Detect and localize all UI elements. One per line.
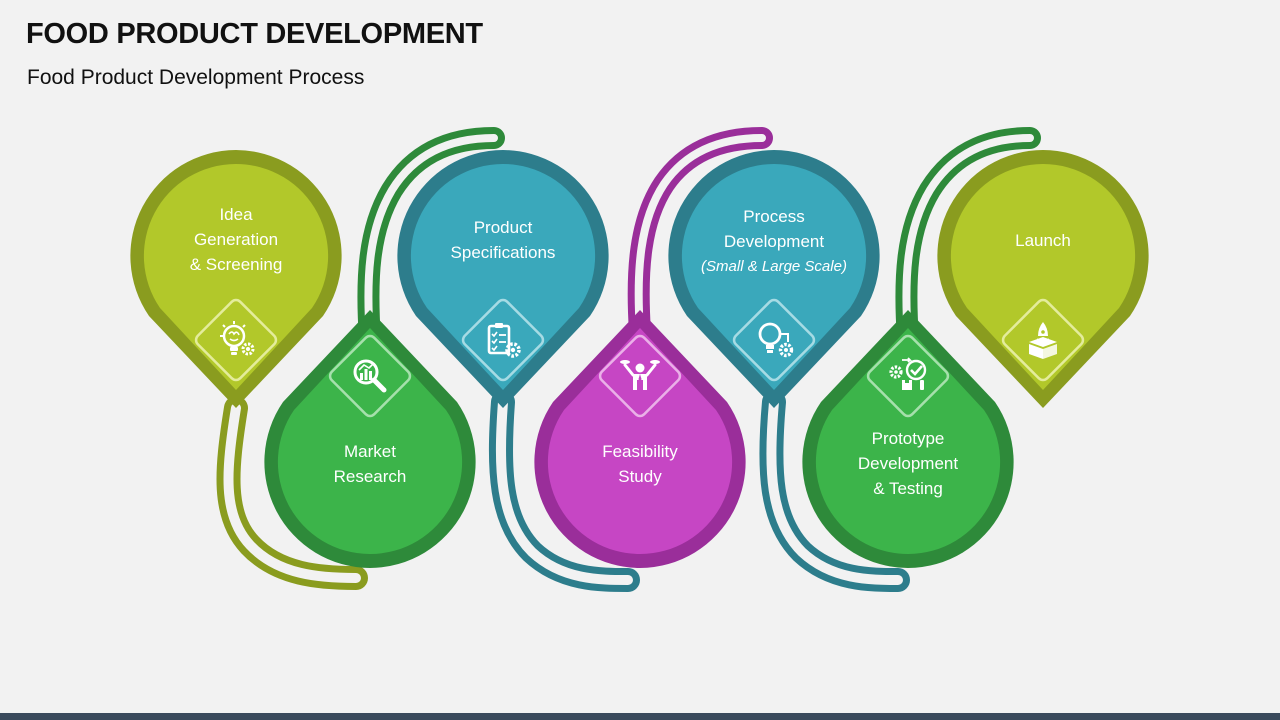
step-label-feasibility-study: Feasibility Study xyxy=(602,442,678,486)
drop-market-research xyxy=(264,310,476,568)
drop-feasibility-study xyxy=(534,310,746,568)
drop-prototype-development xyxy=(802,310,1014,568)
step-label-process-development: Process Development (Small & Large Scale… xyxy=(679,204,869,279)
step-label-market-research: Market Research xyxy=(333,442,407,486)
page-subtitle: Food Product Development Process xyxy=(27,66,365,89)
step-label-launch: Launch xyxy=(1015,231,1071,250)
step-label-product-specifications: Product Specifications xyxy=(450,218,556,262)
connector-olive-inner xyxy=(223,403,361,583)
step-label-prototype-development: Prototype Development & Testing xyxy=(857,429,959,498)
drop-idea-generation xyxy=(130,150,342,408)
step-note-scale: (Small & Large Scale) xyxy=(701,258,847,275)
drop-launch xyxy=(937,150,1149,408)
step-label-idea-generation: Idea Generation & Screening xyxy=(189,205,283,274)
drop-product-specifications xyxy=(397,150,609,408)
page-title: FOOD PRODUCT DEVELOPMENT xyxy=(26,18,483,50)
footer-bar xyxy=(0,713,1280,720)
drop-process-development xyxy=(668,150,880,408)
